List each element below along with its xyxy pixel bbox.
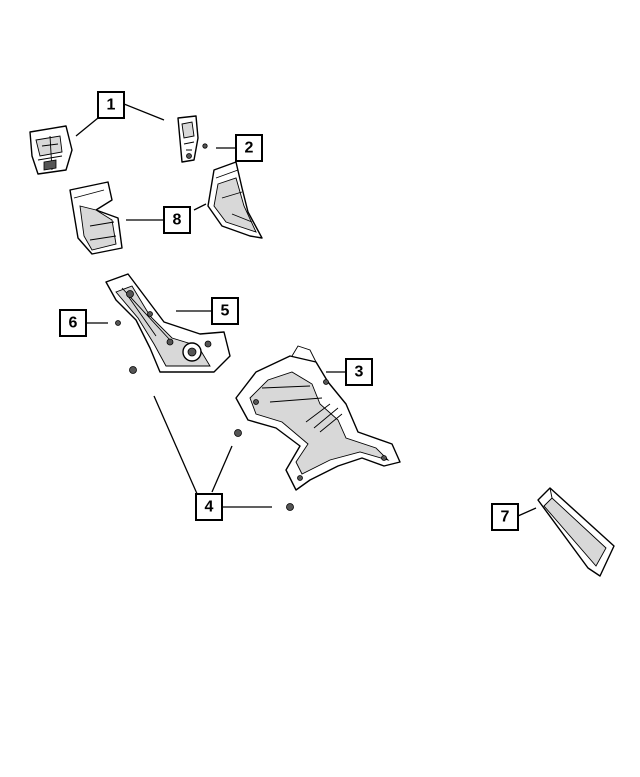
part-7-strip [537,487,615,577]
callout-1: 1 [97,91,125,119]
part-1-bracket-right [177,115,199,163]
part-6-clip [115,320,121,326]
callout-8-label: 8 [173,212,182,229]
part-5-shield [105,273,231,373]
part-8-shield-right [207,161,263,239]
part-8-shield-left [69,181,123,255]
leader-1-right [123,103,165,121]
callout-3-label: 3 [355,364,364,381]
callout-5-label: 5 [221,303,230,320]
callout-8: 8 [163,206,191,234]
callout-4-label: 4 [205,499,214,516]
callout-1-label: 1 [107,97,116,114]
part-1-bracket-left [29,125,73,175]
leader-8-right [193,203,207,211]
callout-2: 2 [235,134,263,162]
part-4-nut-c [286,503,294,511]
callout-2-label: 2 [245,140,254,157]
part-4-nut-b [234,429,242,437]
leader-4a [153,395,199,497]
leader-7 [517,507,537,517]
callout-6-label: 6 [69,315,78,332]
part-2-clip [202,143,208,149]
callout-7-label: 7 [501,509,510,526]
leader-1-left [75,117,99,137]
callout-4: 4 [195,493,223,521]
callout-5: 5 [211,297,239,325]
callout-3: 3 [345,358,373,386]
leader-lines [75,103,537,517]
part-4-nut-a [129,366,137,374]
part-3-shield [235,345,401,491]
leader-4b [211,445,233,493]
callout-7: 7 [491,503,519,531]
callout-6: 6 [59,309,87,337]
